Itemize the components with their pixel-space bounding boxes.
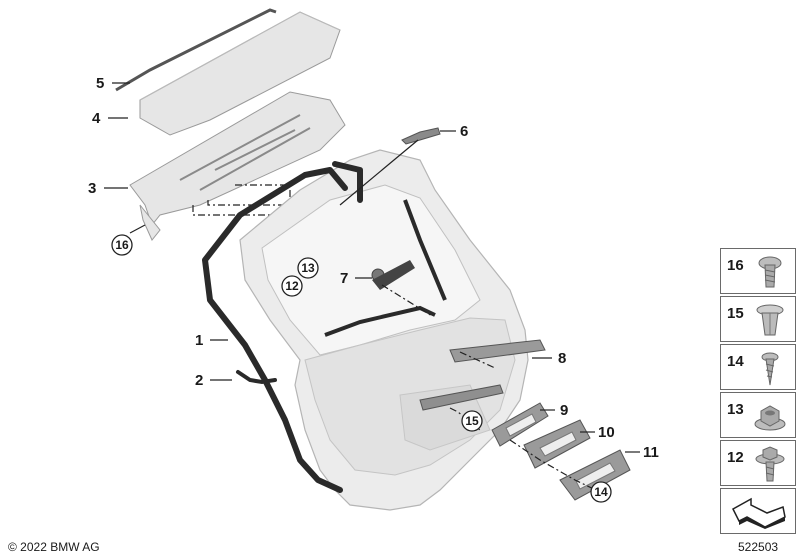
legend-label: 16 bbox=[727, 257, 744, 274]
camera-cover-part[interactable] bbox=[401, 127, 441, 145]
callout-6: 6 bbox=[460, 123, 468, 140]
plate-holder-11-part[interactable] bbox=[559, 449, 631, 501]
callout-1: 1 bbox=[195, 332, 203, 349]
tailgate-seal-part[interactable] bbox=[202, 167, 348, 493]
callout-5: 5 bbox=[96, 75, 104, 92]
self-tapping-screw-icon bbox=[761, 352, 779, 386]
plate-holder-10-part[interactable] bbox=[523, 419, 591, 469]
reference-line-8 bbox=[459, 351, 496, 369]
legend-item-13[interactable]: 13 bbox=[720, 392, 796, 438]
hex-nut-icon bbox=[754, 405, 786, 431]
expanding-rivet-icon bbox=[756, 304, 784, 336]
plate-holder-9-part[interactable] bbox=[491, 402, 549, 447]
callout-11: 11 bbox=[643, 444, 659, 461]
copyright-text: © 2022 BMW AG bbox=[8, 540, 100, 554]
circled-callout-14: 14 bbox=[590, 481, 612, 503]
callout-9: 9 bbox=[560, 402, 568, 419]
legend-label: 13 bbox=[727, 401, 744, 418]
circled-callout-15: 15 bbox=[461, 410, 483, 432]
legend-item-15[interactable]: 15 bbox=[720, 296, 796, 342]
reference-line-12 bbox=[192, 205, 293, 262]
svg-text:12: 12 bbox=[285, 279, 299, 293]
diagram-number: 522503 bbox=[738, 540, 779, 554]
callout-3: 3 bbox=[88, 180, 96, 197]
svg-text:13: 13 bbox=[301, 261, 315, 275]
window-seal-side-part[interactable] bbox=[403, 199, 447, 301]
callout-8: 8 bbox=[558, 350, 566, 367]
legend-label: 15 bbox=[727, 305, 744, 322]
legend-item-14[interactable]: 14 bbox=[720, 344, 796, 390]
spoiler-carrier-part[interactable] bbox=[129, 91, 346, 241]
reference-line-14 bbox=[509, 439, 601, 493]
window-seal-part[interactable] bbox=[324, 305, 436, 337]
grommet-part[interactable] bbox=[371, 260, 415, 290]
torx-bolt-icon bbox=[758, 256, 782, 288]
svg-text:14: 14 bbox=[594, 485, 608, 499]
reference-line-15 bbox=[449, 407, 481, 431]
svg-text:16: 16 bbox=[115, 238, 129, 252]
circled-callout-16: 16 bbox=[111, 234, 133, 256]
circled-callout-12: 12 bbox=[281, 275, 303, 297]
leader-6b bbox=[339, 139, 419, 206]
upper-seal-part[interactable] bbox=[332, 161, 363, 203]
reference-line-7 bbox=[381, 284, 433, 317]
legend-label: 14 bbox=[727, 353, 744, 370]
arrow-pointer-icon bbox=[732, 497, 786, 529]
callout-2: 2 bbox=[195, 372, 203, 389]
legend-label: 12 bbox=[727, 449, 744, 466]
legend-item-16[interactable]: 16 bbox=[720, 248, 796, 294]
end-seal-part[interactable] bbox=[236, 370, 277, 385]
legend-item-pointer[interactable] bbox=[720, 488, 796, 534]
circled-callout-13: 13 bbox=[297, 257, 319, 279]
leader-16 bbox=[129, 224, 146, 234]
callout-7: 7 bbox=[340, 270, 348, 287]
legend-item-12[interactable]: 12 bbox=[720, 440, 796, 486]
svg-text:15: 15 bbox=[465, 414, 479, 428]
tailgate-part[interactable] bbox=[239, 149, 529, 511]
trim-strip-lower-part[interactable] bbox=[419, 384, 504, 411]
callout-10: 10 bbox=[598, 424, 615, 441]
rear-spoiler-part[interactable] bbox=[139, 11, 341, 136]
hex-collar-bolt-icon bbox=[755, 446, 785, 482]
callout-4: 4 bbox=[92, 110, 101, 127]
trim-strip-part[interactable] bbox=[449, 339, 546, 363]
spoiler-strip-part[interactable] bbox=[115, 8, 277, 92]
